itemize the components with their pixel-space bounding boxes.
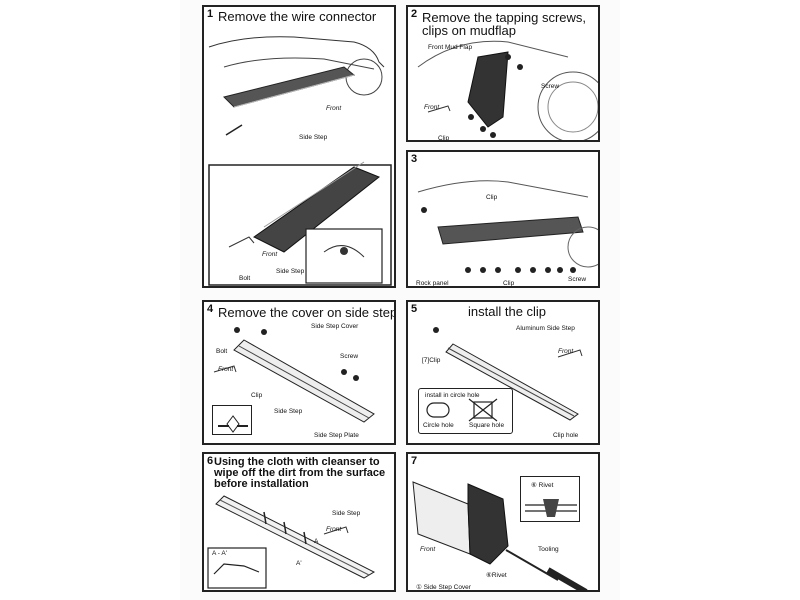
label-square-hole: Square hole bbox=[469, 422, 505, 429]
label-side-step: Side Step bbox=[299, 134, 328, 141]
label-clip-hole: Clip hole bbox=[553, 432, 579, 439]
step-4-number: 4 bbox=[207, 303, 214, 315]
label-front: Front bbox=[326, 105, 342, 112]
rivet-detail-icon bbox=[525, 499, 577, 517]
label-screw: Screw bbox=[340, 353, 359, 360]
step-2-number: 2 bbox=[411, 8, 418, 20]
step-5-illustration bbox=[433, 327, 583, 421]
label-clip-bottom: Clip bbox=[503, 280, 515, 287]
label-side-step-cover: ① Side Step Cover bbox=[416, 584, 471, 591]
hole-legend: install in circle hole Circle hole Squar… bbox=[418, 388, 513, 434]
label-circle-hole: Circle hole bbox=[423, 422, 454, 429]
label-rivet-inset: ⑥ Rivet bbox=[531, 482, 554, 489]
step-5-number: 5 bbox=[411, 303, 418, 315]
label-front: Front bbox=[558, 348, 574, 355]
step-2-title: Remove the tapping screws, clips on mudf… bbox=[422, 10, 587, 38]
step-3-panel: 3 Clip Rock panel Clip Screw bbox=[406, 150, 600, 288]
label-screw: Screw bbox=[541, 83, 560, 90]
label-clip: Clip bbox=[251, 392, 263, 399]
step-1-panel: 1 Remove the wire connector Side Step Fr… bbox=[202, 5, 396, 288]
label-rock-panel: Rock panel bbox=[416, 280, 449, 287]
step-2-panel: 2 Remove the tapping screws, clips on mu… bbox=[406, 5, 600, 142]
label-front: Front bbox=[218, 366, 234, 373]
label-side-step: Side Step bbox=[332, 510, 361, 517]
step-7-panel: 7 ⑥ Rivet Tooling ⑥Rivet ① Side Step Cov… bbox=[406, 452, 600, 592]
step-3-illustration bbox=[417, 180, 598, 273]
label-side-step-cover: Side Step Cover bbox=[311, 323, 359, 330]
label-side-step-2: Side Step bbox=[276, 268, 305, 275]
label-install-note: install in circle hole bbox=[425, 392, 480, 399]
step-1-illustration bbox=[208, 36, 392, 286]
step-5-title: install the clip bbox=[468, 304, 547, 319]
step-6-illustration bbox=[207, 495, 376, 589]
step-5-panel: 5 install the clip Aluminum Side Step [7… bbox=[406, 300, 600, 445]
label-clip-top: Clip bbox=[486, 194, 498, 201]
step-1-number: 1 bbox=[207, 8, 214, 20]
label-bolt: Bolt bbox=[239, 275, 251, 282]
label-front-2: Front bbox=[262, 251, 278, 258]
step-3-number: 3 bbox=[411, 153, 418, 165]
step-6-title: Using the cloth with cleanser to wipe of… bbox=[214, 456, 386, 490]
label-section: A - A' bbox=[212, 550, 227, 557]
step-1-title: Remove the wire connector bbox=[218, 9, 377, 24]
step-4-panel: 4 Remove the cover on side step Side Ste… bbox=[202, 300, 396, 445]
instruction-sheet: 1 Remove the wire connector Side Step Fr… bbox=[180, 0, 620, 600]
clip-detail-icon bbox=[218, 415, 248, 433]
rivet-inset: ⑥ Rivet bbox=[520, 476, 580, 522]
label-clip-quantity: [7]Clip bbox=[422, 357, 441, 364]
label-rivet: ⑥Rivet bbox=[486, 572, 507, 579]
step-4-title: Remove the cover on side step bbox=[218, 305, 396, 320]
hole-shapes-icon bbox=[426, 398, 498, 422]
label-side-step-plate: Side Step Plate bbox=[314, 432, 359, 439]
step-2-illustration bbox=[417, 40, 598, 140]
step-6-number: 6 bbox=[207, 455, 214, 467]
label-a-prime: A' bbox=[296, 560, 302, 567]
label-front: Front bbox=[424, 104, 440, 111]
label-front-mud-flap: Front Mud Flap bbox=[428, 44, 473, 51]
step-7-number: 7 bbox=[411, 455, 418, 467]
label-clip: Clip bbox=[438, 135, 450, 142]
label-bolt: Bolt bbox=[216, 348, 228, 355]
step-6-panel: 6 Using the cloth with cleanser to wipe … bbox=[202, 452, 396, 592]
label-screw: Screw bbox=[568, 276, 587, 283]
step-4-inset bbox=[212, 405, 252, 435]
step-4-illustration bbox=[213, 327, 375, 423]
label-side-step: Side Step bbox=[274, 408, 303, 415]
label-tooling: Tooling bbox=[538, 546, 559, 553]
step-7-illustration bbox=[412, 481, 588, 590]
label-front: Front bbox=[326, 526, 342, 533]
label-aluminum-side-step: Aluminum Side Step bbox=[516, 325, 575, 332]
label-a: A bbox=[314, 538, 319, 545]
label-front: Front bbox=[420, 546, 436, 553]
